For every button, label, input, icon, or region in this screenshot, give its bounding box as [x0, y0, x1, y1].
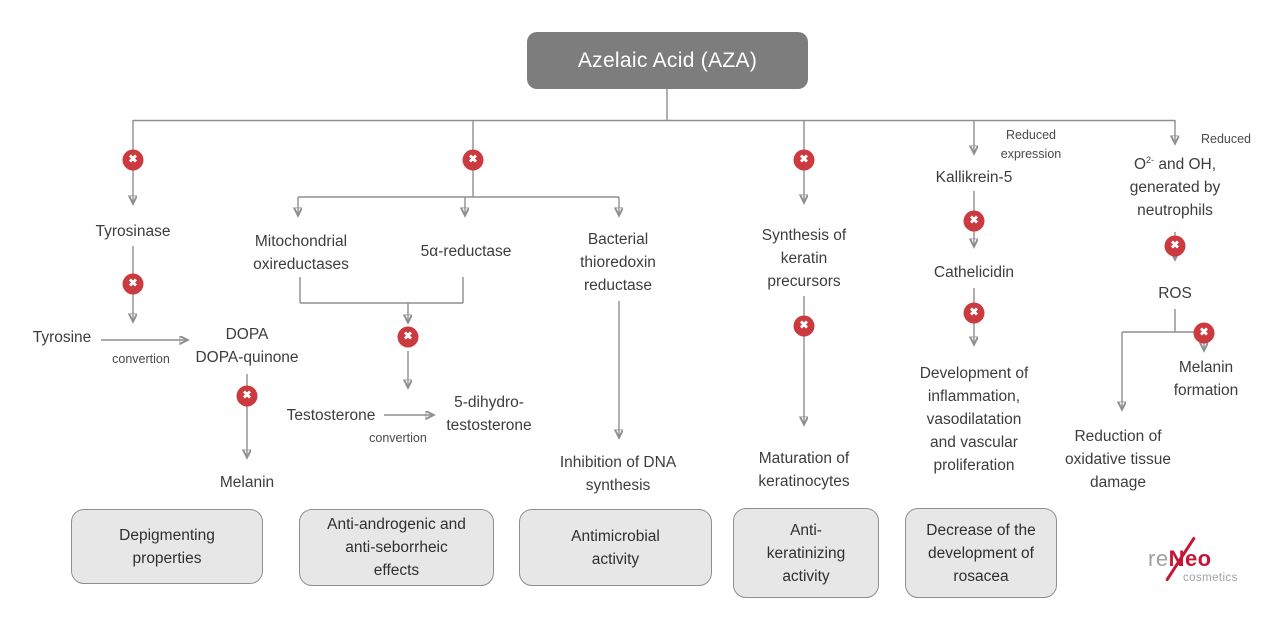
label-convertion-1: convertion [112, 352, 170, 366]
inhibition-icon [963, 210, 985, 232]
node-development-inflammation: Development of inflammation, vasodilatat… [919, 365, 1029, 474]
inhibition-icon [462, 149, 484, 171]
node-maturation-keratinocytes: Maturation of keratinocytes [758, 450, 850, 490]
node-testosterone: Testosterone [286, 407, 376, 424]
inhibition-icon [122, 273, 144, 295]
outcome-anti-androgenic: Anti-androgenic and anti-seborrheic effe… [299, 509, 494, 586]
logo-part2: Neo [1168, 546, 1212, 571]
outcome-rosacea: Decrease of the development of rosacea [905, 508, 1057, 598]
label-reduced-expression: Reduced expression [1000, 128, 1062, 161]
title-box: Azelaic Acid (AZA) [527, 32, 808, 89]
inhibition-icon [1193, 322, 1215, 344]
node-mitochondrial-oxireductases: Mitochondrial oxireductases [253, 233, 349, 273]
node-dopa: DOPA DOPA-quinone [195, 326, 299, 366]
inhibition-icon [793, 149, 815, 171]
node-dihydrotestosterone: 5-dihydro- testosterone [446, 394, 532, 434]
diagram-title: Azelaic Acid (AZA) [577, 48, 758, 72]
node-5a-reductase: 5α-reductase [420, 243, 512, 260]
outcome-antimicrobial: Antimicrobial activity [519, 509, 712, 586]
node-melanin: Melanin [219, 474, 275, 491]
reneo-logo: reNeo cosmetics [1143, 536, 1253, 596]
node-bacterial-thioredoxin-reductase: Bacterial thioredoxin reductase [580, 231, 656, 294]
inhibition-icon [236, 385, 258, 407]
inhibition-icon [963, 302, 985, 324]
inhibition-icon [793, 315, 815, 337]
outcome-depigmenting: Depigmenting properties [71, 509, 263, 584]
outcome-anti-keratinizing: Anti- keratinizing activity [733, 508, 879, 598]
node-inhibition-dna-synthesis: Inhibition of DNA synthesis [559, 454, 677, 494]
inhibition-icon [1164, 235, 1186, 257]
inhibition-icon [122, 149, 144, 171]
node-superoxide-oh: O2- and OH,generated by neutrophils [1129, 154, 1221, 219]
node-cathelicidin: Cathelicidin [933, 264, 1015, 281]
node-synthesis-keratin-precursors: Synthesis of keratin precursors [761, 227, 847, 290]
node-reduction-oxidative-damage: Reduction of oxidative tissue damage [1065, 428, 1171, 491]
logo-part1: re [1148, 546, 1169, 571]
logo-tagline: cosmetics [1183, 572, 1238, 584]
node-tyrosine: Tyrosine [32, 329, 92, 346]
node-ros: ROS [1158, 285, 1192, 302]
node-melanin-formation: Melanin formation [1173, 359, 1239, 399]
inhibition-icon [397, 326, 419, 348]
label-convertion-2: convertion [369, 431, 427, 445]
node-kallikrein-5: Kallikrein-5 [935, 169, 1013, 186]
node-tyrosinase: Tyrosinase [95, 223, 171, 240]
label-reduced: Reduced [1200, 132, 1252, 146]
